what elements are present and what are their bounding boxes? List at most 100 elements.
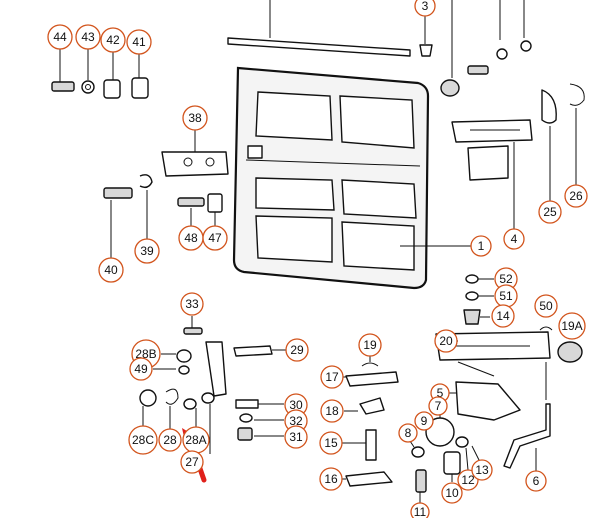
callout-41: 41 — [126, 29, 152, 55]
svg-text:15: 15 — [324, 436, 338, 450]
svg-text:17: 17 — [325, 370, 339, 384]
callout-50: 50 — [534, 294, 558, 318]
svg-text:7: 7 — [435, 399, 442, 413]
svg-text:52: 52 — [499, 272, 513, 286]
mid-right-parts — [463, 274, 583, 363]
callout-33: 33 — [180, 292, 204, 316]
svg-text:19A: 19A — [561, 319, 582, 333]
lower-middle-parts — [342, 356, 399, 487]
svg-text:8: 8 — [405, 426, 412, 440]
svg-text:28: 28 — [163, 433, 177, 447]
callout-32: 32 — [284, 409, 308, 433]
callout-10: 10 — [441, 482, 463, 504]
svg-text:50: 50 — [539, 299, 553, 313]
svg-text:49: 49 — [134, 362, 148, 376]
svg-text:33: 33 — [185, 297, 199, 311]
callout-28: 28 — [158, 428, 182, 452]
callout-17: 17 — [320, 365, 344, 389]
svg-text:40: 40 — [104, 263, 118, 277]
svg-text:42: 42 — [106, 33, 120, 47]
clip-42 — [103, 49, 121, 99]
top-right-parts — [440, 0, 532, 97]
washer-43 — [81, 49, 95, 94]
svg-text:47: 47 — [208, 231, 222, 245]
svg-text:3: 3 — [422, 0, 429, 13]
svg-text:28C: 28C — [132, 433, 154, 447]
lower-right-parts — [409, 331, 551, 504]
svg-text:43: 43 — [81, 30, 95, 44]
svg-text:41: 41 — [132, 35, 146, 49]
svg-text:32: 32 — [289, 414, 303, 428]
callout-42: 42 — [100, 27, 126, 53]
callout-51: 51 — [494, 284, 518, 308]
svg-text:1: 1 — [478, 239, 485, 253]
callout-14: 14 — [491, 304, 515, 328]
svg-text:25: 25 — [543, 205, 557, 219]
svg-text:6: 6 — [533, 474, 540, 488]
callout-40: 40 — [98, 257, 124, 283]
callout-13: 13 — [471, 459, 493, 481]
hinge-38 — [161, 126, 229, 177]
callout-38: 38 — [182, 105, 208, 131]
callout-49: 49 — [129, 357, 153, 381]
callout-1: 1 — [470, 235, 492, 257]
svg-text:28A: 28A — [185, 433, 206, 447]
svg-text:4: 4 — [511, 232, 518, 246]
callout-44: 44 — [47, 24, 73, 50]
bolt-44 — [51, 49, 75, 92]
svg-text:39: 39 — [140, 244, 154, 258]
svg-text:38: 38 — [188, 111, 202, 125]
svg-text:9: 9 — [421, 414, 428, 428]
callout-15: 15 — [319, 431, 343, 455]
callout-31: 31 — [284, 425, 308, 449]
clip-39 — [139, 174, 153, 244]
bolt-40 — [103, 187, 133, 262]
callout-3: 3 — [414, 0, 436, 17]
svg-text:27: 27 — [185, 455, 199, 469]
lock-assembly-4 — [451, 119, 533, 230]
svg-text:5: 5 — [437, 386, 444, 400]
callout-7: 7 — [428, 396, 448, 416]
callout-9: 9 — [414, 411, 434, 431]
svg-text:10: 10 — [445, 486, 459, 500]
nut-47 — [207, 193, 223, 228]
callout-28A: 28A — [182, 426, 210, 454]
callout-8: 8 — [398, 423, 418, 443]
svg-text:11: 11 — [414, 505, 427, 518]
top-rod — [227, 0, 433, 57]
svg-text:18: 18 — [325, 404, 339, 418]
svg-text:12: 12 — [461, 473, 475, 487]
svg-text:13: 13 — [475, 463, 489, 477]
callout-48: 48 — [178, 225, 204, 251]
svg-text:16: 16 — [324, 472, 338, 486]
callout-26: 26 — [564, 184, 588, 208]
svg-text:30: 30 — [289, 398, 303, 412]
callout-25: 25 — [538, 200, 562, 224]
callout-39: 39 — [134, 238, 160, 264]
svg-text:26: 26 — [569, 189, 583, 203]
svg-text:20: 20 — [439, 334, 453, 348]
svg-text:31: 31 — [289, 430, 303, 444]
callout-4: 4 — [503, 228, 525, 250]
callout-28C: 28C — [128, 425, 158, 455]
callout-52: 52 — [494, 267, 518, 291]
leader-lines — [400, 14, 472, 247]
callout-16: 16 — [319, 467, 343, 491]
callout-18: 18 — [320, 399, 344, 423]
callout-47: 47 — [202, 225, 228, 251]
handle-25 — [541, 89, 557, 202]
callout-6: 6 — [525, 470, 547, 492]
door-panel — [232, 66, 430, 290]
callout-20: 20 — [434, 329, 458, 353]
clip-41 — [131, 49, 149, 99]
svg-text:19: 19 — [363, 338, 377, 352]
callout-19A: 19A — [558, 312, 586, 340]
callout-43: 43 — [75, 24, 101, 50]
svg-text:44: 44 — [53, 30, 67, 44]
svg-text:29: 29 — [290, 343, 304, 357]
svg-text:51: 51 — [499, 289, 513, 303]
callout-11: 11 — [410, 502, 430, 518]
svg-text:14: 14 — [496, 309, 510, 323]
svg-text:48: 48 — [184, 231, 198, 245]
